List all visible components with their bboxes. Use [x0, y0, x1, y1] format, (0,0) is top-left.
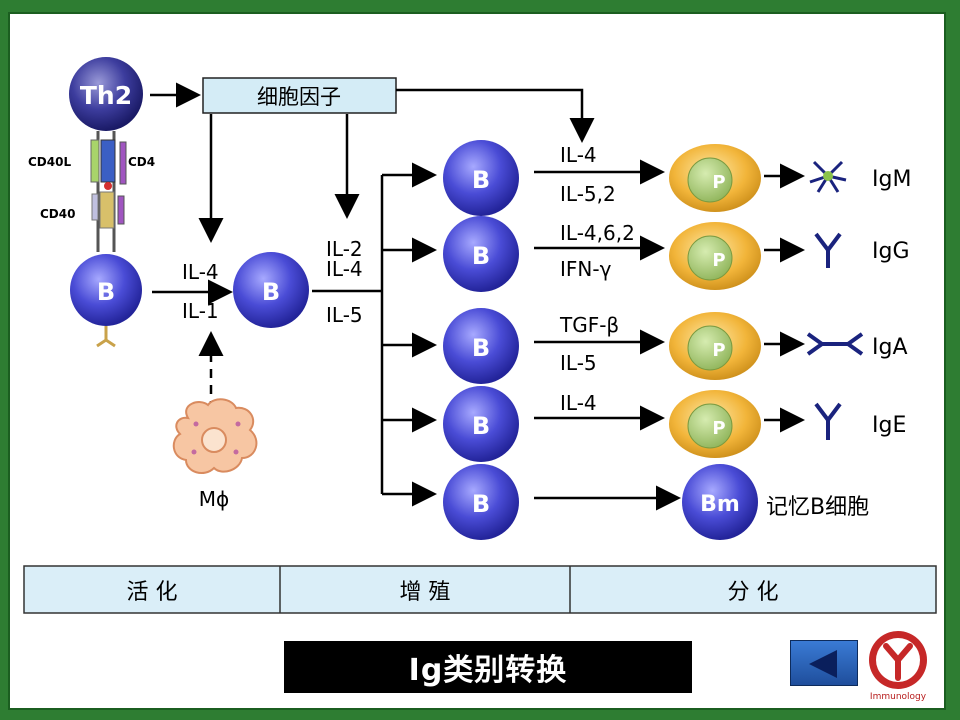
stage-activation: 活 化: [127, 580, 178, 605]
back-button[interactable]: [790, 640, 858, 686]
plasma-cell: P: [669, 390, 761, 458]
cd40l-label: CD40L: [28, 155, 71, 169]
plasma-cell: P: [669, 312, 761, 380]
b-label: B: [472, 412, 490, 440]
b-label: B: [472, 166, 490, 194]
branch-iga: B TGF-β IL-5 P IgA: [443, 308, 908, 384]
b-label: B: [472, 334, 490, 362]
slide-title: Ig类别转换: [284, 641, 692, 693]
triangle-left-icon: [809, 650, 837, 678]
activation-label-top: IL-4: [182, 260, 219, 284]
cd40-label: CD40: [40, 207, 75, 221]
branch-iga-bottom-label: IL-5: [560, 351, 597, 375]
branch-ige: B IL-4 P IgE: [443, 386, 906, 462]
cytokine-arrows: [150, 82, 595, 243]
branch-igm: B IL-4 IL-5,2 P IgM: [443, 140, 911, 216]
antibody-logo-icon: [869, 631, 927, 689]
stage-bar: 活 化 增 殖 分 化: [23, 565, 937, 614]
plasma-cell: P: [669, 222, 761, 290]
plasma-cell: P: [669, 144, 761, 212]
branch-igm-top-label: IL-4: [560, 143, 597, 167]
logo-text: Immunology: [869, 692, 927, 702]
p-label: P: [712, 172, 725, 193]
macrophage-label: Mϕ: [199, 487, 229, 511]
igg-antibody-icon: [814, 232, 842, 268]
immunology-logo: Immunology: [866, 628, 930, 704]
b-label: B: [472, 242, 490, 270]
cd4-label: CD4: [128, 155, 155, 169]
product-iga: IgA: [872, 335, 908, 360]
product-igg: IgG: [872, 239, 910, 264]
stage-differentiation: 分 化: [728, 580, 779, 605]
product-ige: IgE: [872, 413, 906, 438]
th2-label: Th2: [80, 81, 132, 110]
product-memory: 记忆B细胞: [766, 495, 869, 520]
memory-b-cell: Bm: [682, 464, 758, 540]
activated-b-cell: B: [233, 252, 309, 328]
p-label: P: [712, 250, 725, 271]
prolif-label-3: IL-5: [326, 303, 363, 327]
activation-step: IL-4 IL-1: [152, 260, 233, 323]
prolif-label-1: IL-2: [326, 237, 363, 261]
branch-igg-bottom-label: IFN-γ: [560, 257, 612, 281]
p-label: P: [712, 340, 725, 361]
activation-label-bottom: IL-1: [182, 299, 219, 323]
branch-igm-bottom-label: IL-5,2: [560, 182, 616, 206]
branch-iga-top-label: TGF-β: [559, 313, 619, 337]
product-igm: IgM: [872, 167, 911, 192]
branch-igg: B IL-4,6,2 IFN-γ P IgG: [443, 216, 910, 292]
p-label: P: [712, 418, 725, 439]
cytokine-box-label: 细胞因子: [257, 85, 341, 109]
receptor-complex: CD40L CD4 CD40: [28, 131, 155, 252]
branch-memory: B Bm 记忆B细胞: [443, 464, 869, 540]
b-label: B: [262, 278, 280, 306]
iga-dimer-icon: [806, 332, 864, 356]
igm-pentamer-icon: [809, 160, 847, 193]
branch-ige-top-label: IL-4: [560, 391, 597, 415]
prolif-label-2: IL-4: [326, 257, 363, 281]
branch-igg-top-label: IL-4,6,2: [560, 221, 635, 245]
th2-cell: Th2: [69, 57, 143, 131]
ige-antibody-icon: [814, 402, 842, 440]
proliferation-step: IL-2 IL-4 IL-5: [312, 162, 437, 507]
cytokine-box: 细胞因子: [202, 77, 397, 114]
b-label: B: [97, 278, 115, 306]
macrophage: Mϕ: [172, 331, 258, 511]
b-label: B: [472, 490, 490, 518]
bm-label: Bm: [700, 492, 740, 517]
resting-b-cell: B: [70, 254, 142, 348]
stage-proliferation: 增 殖: [400, 580, 451, 605]
